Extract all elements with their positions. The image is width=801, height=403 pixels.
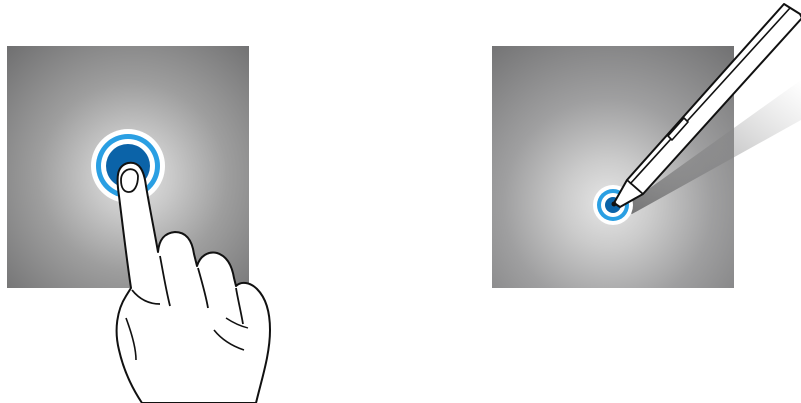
finger-icon xyxy=(117,163,270,403)
